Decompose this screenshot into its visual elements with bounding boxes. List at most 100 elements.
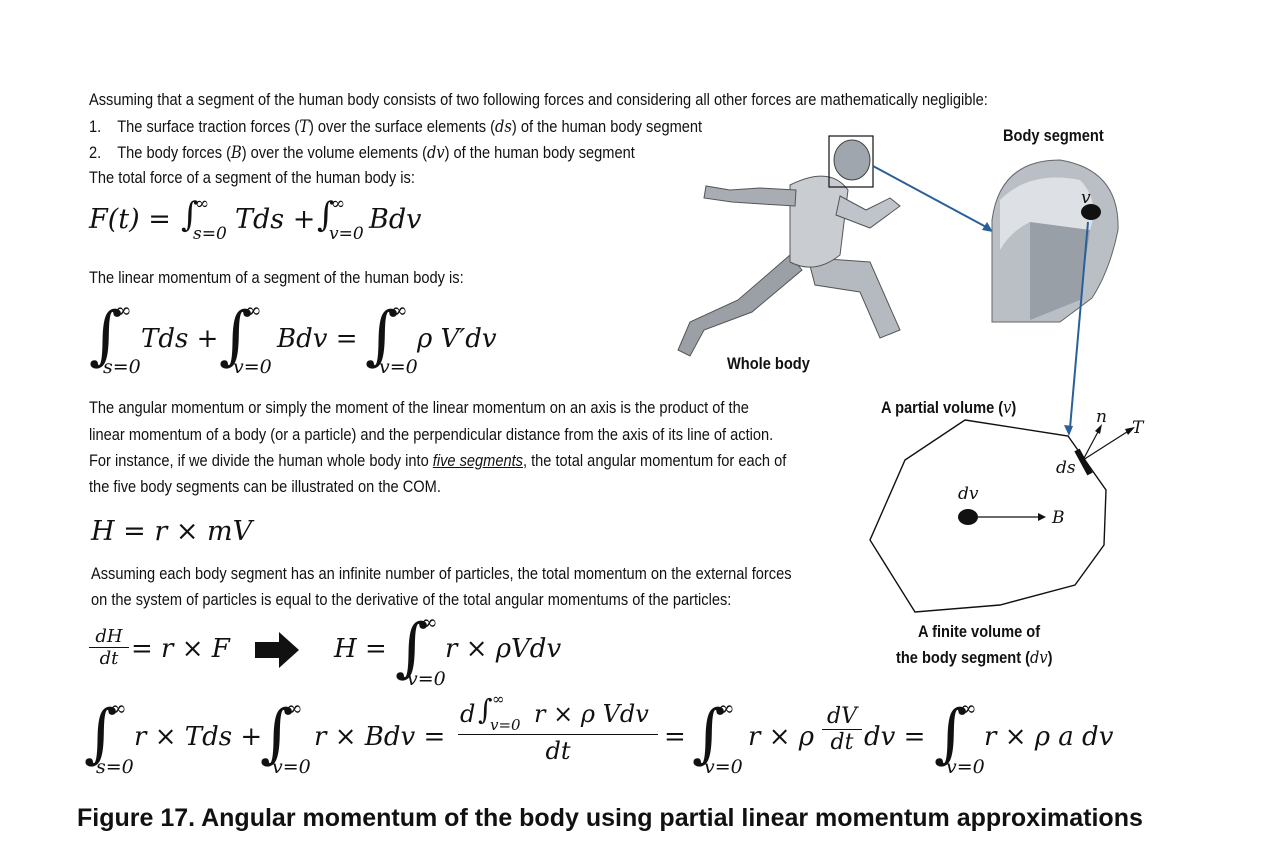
equation-derivative: dH dt = r × F H = ∫ ∞ v=0 r × ρVdv: [89, 610, 589, 694]
eq-term: dv =: [864, 722, 926, 752]
integral-upper: ∞: [195, 194, 210, 214]
integral-sign: ∫: [89, 299, 123, 373]
eq-term: d: [460, 700, 476, 728]
list-text: ) over the surface elements (: [308, 117, 496, 136]
fraction-numerator: d ∫ ∞ v=0 r × ρ Vdv: [458, 690, 658, 734]
integral-lower: v=0: [946, 756, 985, 778]
volume-element-icon: [958, 509, 978, 525]
integral-upper: ∞: [421, 610, 438, 634]
robot-whole-body-icon: [677, 139, 901, 357]
integral-lower: v=0: [407, 668, 446, 690]
fraction-numerator: dH: [95, 626, 123, 647]
list-text: ) of the human body segment: [511, 117, 703, 136]
assume-line-1: Assuming each body segment has an infini…: [91, 564, 792, 583]
integral-lower: v=0: [704, 756, 743, 778]
eq-term: Bdv =: [277, 324, 358, 354]
list-number: 2.: [89, 143, 102, 162]
fraction-denominator: dt: [99, 648, 119, 669]
eq-term: r × ρVdv: [445, 634, 562, 664]
label-text: the body segment (: [896, 648, 1031, 667]
fraction-dV-dt: dV dt: [822, 704, 862, 755]
eq-term: ρ V′dv: [417, 324, 497, 354]
integral-lower: s=0: [96, 756, 134, 778]
integral-sign: ∫: [692, 697, 726, 771]
label-ds: ds: [1056, 458, 1076, 478]
eq-term: = r × F: [131, 634, 230, 664]
detail-arrow-icon: [1069, 221, 1089, 429]
label-text: ): [1047, 648, 1053, 667]
list-text: The body forces (: [117, 143, 231, 162]
eq-term: r × Bdv =: [314, 722, 446, 752]
angular-line-4: the five body segments can be illustrate…: [89, 477, 441, 496]
fraction-time-derivative: d ∫ ∞ v=0 r × ρ Vdv dt: [458, 690, 658, 765]
equation-angular-momentum: H = r × mV: [91, 516, 253, 547]
fraction-dH-dt: dH dt: [89, 626, 129, 669]
math-symbol: B: [230, 143, 242, 163]
list-text: The surface traction forces (: [117, 117, 300, 136]
math-symbol: v: [1003, 398, 1012, 418]
math-symbol: ds: [495, 117, 512, 137]
traction-vector-icon: [1082, 429, 1131, 461]
implies-arrow-icon: [255, 632, 299, 668]
equation-total-force: F(t) = ∫ ∞ s=0 Tds + ∫ ∞ v=0 Bdv: [89, 194, 449, 250]
partial-volume-shape: [869, 419, 1107, 613]
integral-sign: ∫: [395, 611, 429, 685]
label-v: v: [1081, 188, 1091, 208]
integral-sign: ∫: [317, 195, 335, 235]
integral-sign: ∫: [84, 697, 118, 771]
math-symbol: dv: [426, 143, 445, 163]
eq-term: Tds +: [235, 204, 316, 235]
angular-line-3: For instance, if we divide the human who…: [89, 451, 786, 471]
text: For instance, if we divide the human who…: [89, 451, 433, 470]
integral-upper: ∞: [286, 696, 303, 720]
integral-upper: ∞: [115, 298, 132, 322]
label-finite-volume-2: the body segment (dv): [896, 648, 1053, 668]
integral-sign: ∫: [219, 299, 253, 373]
integral-upper: ∞: [110, 696, 127, 720]
angular-line-2: linear momentum of a body (or a particle…: [89, 425, 774, 444]
integral-upper: ∞: [960, 696, 977, 720]
eq-term: r × ρ a dv: [984, 722, 1114, 752]
math-symbol: T: [299, 117, 309, 137]
eq-term: H =: [334, 634, 387, 664]
integral-lower: v=0: [233, 356, 272, 378]
volume-point-icon: [1081, 204, 1101, 220]
label-partial-volume: A partial volume (v): [881, 398, 1016, 418]
linear-momentum-text: The linear momentum of a segment of the …: [89, 268, 464, 287]
integral-sign: ∫: [181, 195, 199, 235]
label-T: T: [1132, 418, 1144, 438]
integral-upper: ∞: [245, 298, 262, 322]
label-n: n: [1096, 407, 1107, 427]
body-segment-closeup-icon: [991, 159, 1119, 323]
equation-torque-expansion: ∫ ∞ s=0 r × Tds + ∫ ∞ v=0 r × Bdv = d ∫ …: [84, 690, 1144, 780]
angular-line-1: The angular momentum or simply the momen…: [89, 398, 749, 417]
label-text: A partial volume (: [881, 398, 1004, 417]
integral-lower: v=0: [329, 224, 364, 244]
integral-upper: ∞: [718, 696, 735, 720]
eq-term: r × Tds +: [134, 722, 263, 752]
integral-upper: ∞: [492, 690, 505, 708]
eq-term: Bdv: [369, 204, 422, 235]
label-whole-body: Whole body: [727, 354, 810, 373]
integral-sign: ∫: [934, 697, 968, 771]
text: , the total angular momentum for each of: [522, 451, 787, 470]
total-force-text: The total force of a segment of the huma…: [89, 168, 415, 187]
intro-line: Assuming that a segment of the human bod…: [89, 90, 988, 109]
emphasis-text: five segments: [432, 451, 523, 470]
integral-lower: s=0: [193, 224, 227, 244]
integral-lower: v=0: [490, 716, 521, 734]
normal-vector-icon: [1082, 427, 1101, 461]
integral-sign: ∫: [478, 693, 493, 726]
math-symbol: dv: [1030, 648, 1048, 668]
eq-term: Tds +: [141, 324, 219, 354]
label-finite-volume-1: A finite volume of: [918, 622, 1041, 641]
fraction-numerator: dV: [827, 704, 857, 729]
eq-lhs: F(t) =: [89, 204, 171, 235]
list-item-1: 1. The surface traction forces (T) over …: [89, 117, 702, 137]
selection-box: [828, 135, 874, 188]
integral-lower: s=0: [103, 356, 141, 378]
label-dv: dv: [958, 484, 979, 504]
list-text: ) over the volume elements (: [241, 143, 427, 162]
eq-term: r × ρ: [748, 722, 815, 752]
